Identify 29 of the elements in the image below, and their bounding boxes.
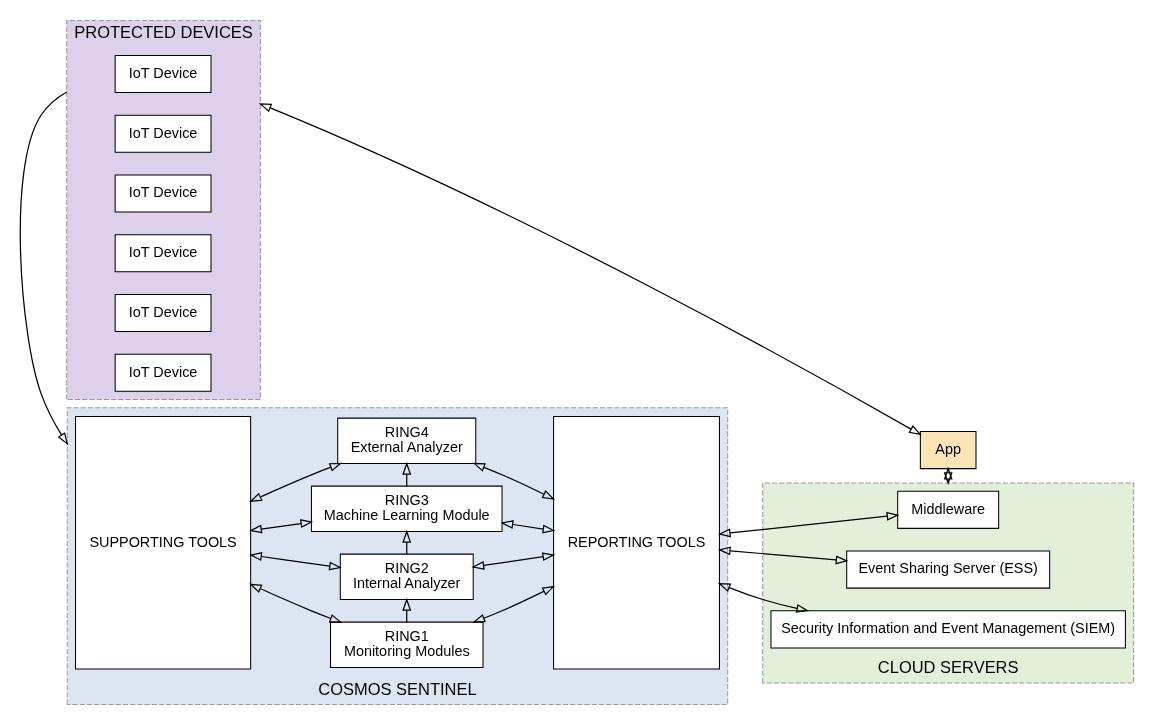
arrow [470, 552, 555, 570]
node-box: Event Sharing Server (ESS) [845, 550, 1050, 589]
arrow [471, 585, 555, 623]
node-box: IoT Device [114, 234, 211, 273]
arrow [471, 462, 555, 500]
node-box: IoT Device [114, 114, 211, 153]
arrow [248, 552, 342, 571]
arrow [500, 520, 555, 534]
arrow [717, 546, 848, 565]
node-box: Security Information and Event Management (SIEM) [769, 610, 1126, 649]
node-box: Middleware [896, 490, 999, 529]
arrow [248, 519, 313, 534]
node-box: REPORTING TOOLS [552, 416, 720, 670]
arrow [717, 511, 899, 538]
arrow [717, 582, 809, 613]
node-box: App [919, 431, 976, 470]
node-box: RING1 Monitoring Modules [329, 621, 483, 668]
arrow [19, 91, 68, 446]
node-box: RING3 Machine Learning Module [310, 485, 503, 532]
arrow [248, 583, 342, 623]
node-box: SUPPORTING TOOLS [74, 416, 251, 670]
node-box: IoT Device [114, 174, 211, 213]
node-box: IoT Device [114, 54, 211, 94]
arrow [248, 462, 342, 503]
node-box: RING4 External Analyzer [336, 417, 476, 464]
node-box: IoT Device [114, 353, 211, 392]
arrow [258, 103, 922, 436]
node-box: IoT Device [114, 294, 211, 333]
node-box: RING2 Internal Analyzer [339, 553, 474, 600]
